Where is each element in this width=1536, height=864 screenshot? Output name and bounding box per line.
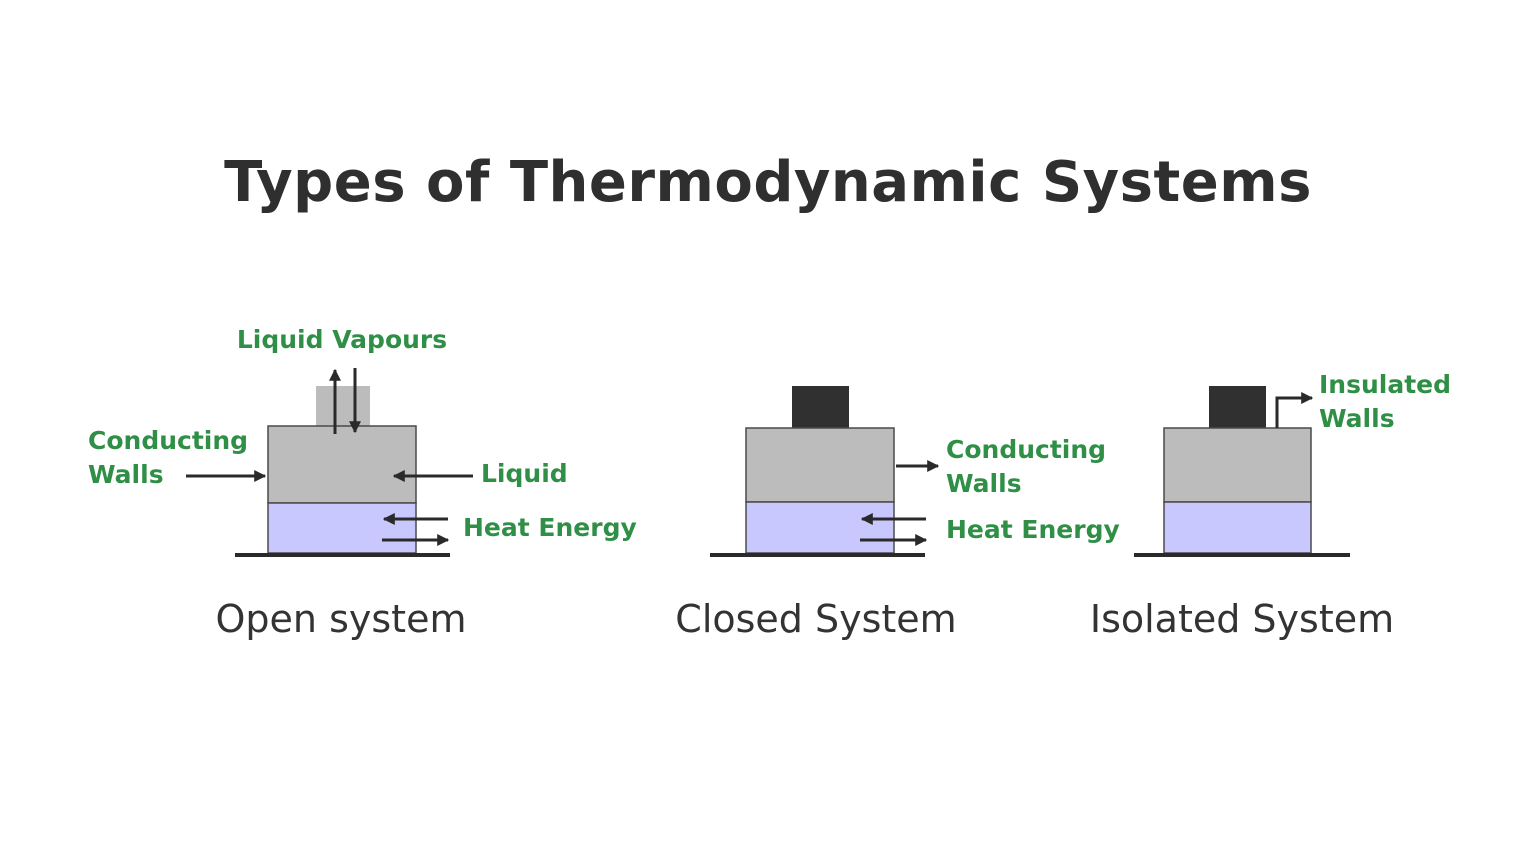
insulated-walls-arrow-icon [1275, 392, 1314, 428]
isolated-system-lid [1209, 386, 1266, 430]
label-insulated-line2: Walls [1319, 404, 1395, 433]
label-closed-heat-energy: Heat Energy [946, 515, 1120, 544]
label-closed-conducting-line2: Walls [946, 469, 1022, 498]
open-system-liquid [267, 502, 417, 554]
closed-system-lid [792, 386, 849, 430]
label-closed-conducting-line1: Conducting [946, 435, 1106, 464]
label-liquid: Liquid [481, 459, 568, 488]
label-open-conducting-line2: Walls [88, 460, 164, 489]
open-system-container-upper [267, 425, 417, 504]
closed-system-container-upper [745, 427, 895, 503]
label-open-conducting-line1: Conducting [88, 426, 248, 455]
label-open-heat-energy: Heat Energy [463, 513, 637, 542]
label-liquid-vapours: Liquid Vapours [237, 325, 447, 354]
closed-system-liquid [745, 501, 895, 554]
label-insulated-line1: Insulated [1319, 370, 1451, 399]
caption-open-system: Open system [216, 597, 467, 641]
caption-closed-system: Closed System [675, 597, 956, 641]
isolated-system-group: Insulated Walls Isolated System [1090, 370, 1451, 641]
closed-system-group: Conducting Walls Heat Energy Closed Syst… [675, 386, 1120, 641]
diagram-title: Types of Thermodynamic Systems [224, 150, 1312, 215]
open-system-group: Liquid Vapours Conducting Walls Liquid H… [88, 325, 637, 641]
isolated-system-container-upper [1163, 427, 1312, 503]
isolated-system-liquid [1163, 501, 1312, 554]
caption-isolated-system: Isolated System [1090, 597, 1394, 641]
open-system-vent [316, 386, 370, 428]
